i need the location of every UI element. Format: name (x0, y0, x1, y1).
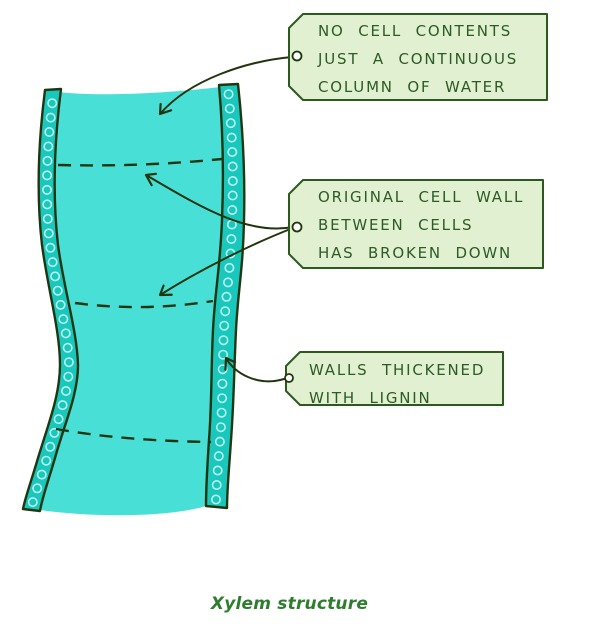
lignin-coil (36, 469, 47, 480)
tag-lignin-walls: WALLS THICKENED WITH LIGNIN (309, 356, 485, 412)
lignin-coil (211, 494, 222, 505)
lignin-coil (226, 234, 237, 245)
lignin-coil (55, 299, 66, 310)
lignin-coil (214, 436, 225, 447)
lignin-coil (42, 170, 53, 181)
lignin-coil (63, 357, 74, 368)
lignin-coil (227, 176, 238, 187)
tag-line: WITH LIGNIN (309, 389, 432, 407)
tag-broken-cell-wall: ORIGINAL CELL WALL BETWEEN CELLS HAS BRO… (318, 183, 524, 267)
lignin-coil (221, 291, 232, 302)
tag-eyelet-lignin-walls (284, 373, 294, 383)
tag-line: ORIGINAL CELL WALL (318, 188, 525, 206)
lignin-coil (50, 271, 61, 282)
tag-line: JUST A CONTINUOUS (318, 50, 519, 68)
lignin-coil (42, 155, 53, 166)
lignin-coil (52, 285, 63, 296)
tag-line: BETWEEN CELLS (318, 216, 474, 234)
lignin-coil (215, 422, 226, 433)
lignin-coil (32, 483, 43, 494)
tag-eyelet-no-cell-contents (291, 50, 303, 62)
lignin-coil (220, 306, 231, 317)
lignin-coil (217, 378, 228, 389)
arrow-lignin-wall (224, 356, 285, 383)
lignin-coil (58, 314, 69, 325)
tag-line: HAS BROKEN DOWN (318, 244, 513, 262)
lignin-coil (47, 257, 58, 268)
arrow-broken-wall-lower (158, 227, 294, 297)
lignin-coil (49, 427, 60, 438)
broken-cell-wall-line-3 (55, 427, 212, 444)
lignin-coil (227, 205, 238, 216)
left-wall-coils (27, 98, 74, 508)
lignin-coil (225, 118, 236, 129)
arrow-no-cell-contents (158, 56, 293, 116)
lignin-coil (47, 98, 58, 109)
lignin-coil (43, 228, 54, 239)
lignin-coil (57, 400, 68, 411)
lignin-coil (43, 141, 54, 152)
tag-shape-lignin-walls (285, 351, 504, 406)
lignin-coil (45, 441, 56, 452)
lignin-coil (227, 161, 238, 172)
tag-line: COLUMN OF WATER (318, 78, 507, 96)
tag-line: NO CELL CONTENTS (318, 22, 513, 40)
lignin-coil (213, 451, 224, 462)
lignin-coil (41, 184, 52, 195)
lignin-coil (223, 277, 234, 288)
lignin-coil (41, 455, 52, 466)
lignin-coil (224, 262, 235, 273)
tag-shape-no-cell-contents (288, 13, 548, 101)
lignin-coil (218, 335, 229, 346)
lignin-coil (227, 190, 238, 201)
lignin-coil (211, 479, 222, 490)
lignin-coil (216, 407, 227, 418)
lignin-coil (217, 393, 228, 404)
lignin-coil (44, 127, 55, 138)
lignin-coil (60, 385, 71, 396)
right-wall-coils (211, 89, 238, 505)
lignin-coil (27, 497, 38, 508)
lignin-coil (223, 89, 234, 100)
lignin-coil (45, 112, 56, 123)
lignin-coil (53, 414, 64, 425)
lignin-coil (226, 132, 237, 143)
broken-cell-wall-line-2 (74, 299, 214, 309)
tag-line: WALLS THICKENED (309, 361, 486, 379)
left-lignin-wall (21, 87, 80, 513)
lignin-coil (42, 199, 53, 210)
lignin-coil (42, 213, 53, 224)
lignin-coil (219, 320, 230, 331)
lignin-coil (63, 371, 74, 382)
tag-no-cell-contents: NO CELL CONTENTS JUST A CONTINUOUS COLUM… (318, 17, 518, 101)
tag-shape-broken-cell-wall (288, 179, 544, 269)
lignin-coil (60, 328, 71, 339)
figure-caption: Xylem structure (210, 594, 369, 614)
arrow-broken-wall-upper (144, 172, 294, 230)
right-lignin-wall (204, 82, 246, 510)
lignin-coil (224, 103, 235, 114)
lignin-coil (62, 342, 73, 353)
lignin-coil (227, 147, 238, 158)
tag-eyelet-broken-cell-wall (291, 221, 303, 233)
lignin-coil (45, 242, 56, 253)
lignin-coil (218, 349, 229, 360)
lignin-coil (212, 465, 223, 476)
